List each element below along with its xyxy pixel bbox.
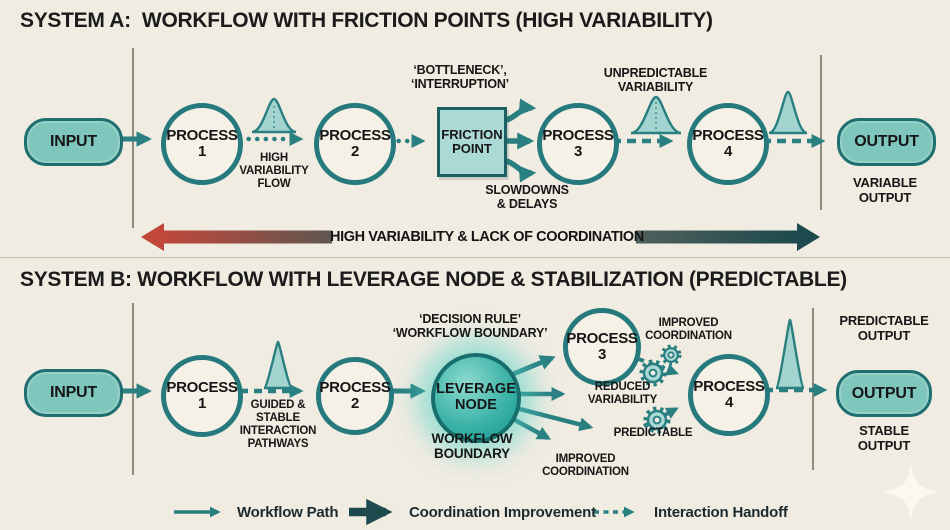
system-a-title: SYSTEM A: WORKFLOW WITH FRICTION POINTS … xyxy=(20,9,713,32)
stable-output-label: STABLE OUTPUT xyxy=(857,423,911,453)
process-label-b3: PROCESS 3 xyxy=(566,330,638,363)
process-label-a1: PROCESS 1 xyxy=(166,127,238,160)
predictable-label: PREDICTABLE xyxy=(613,427,693,439)
bell-curve-medium-a1 xyxy=(251,97,297,134)
system-b-title: SYSTEM B: WORKFLOW WITH LEVERAGE NODE & … xyxy=(20,268,847,291)
input-label-b: INPUT xyxy=(49,384,97,401)
process-node-b4: PROCESS 4 xyxy=(688,354,770,436)
system-a-bell-curves xyxy=(251,90,808,135)
input-node-b: INPUT xyxy=(24,369,123,417)
system-a-right-boundary-line xyxy=(820,55,822,210)
leverage-node: LEVERAGE NODE xyxy=(431,353,521,443)
banner-right-arrowhead xyxy=(797,223,820,251)
spike-curve-b2 xyxy=(774,318,806,390)
output-node-a: OUTPUT xyxy=(837,118,936,166)
input-node-a: INPUT xyxy=(24,118,123,166)
banner-left-shaft xyxy=(162,230,332,244)
process-node-a1: PROCESS 1 xyxy=(161,103,243,185)
banner-right-shaft xyxy=(636,230,797,244)
output-node-b: OUTPUT xyxy=(836,370,932,417)
process-node-a3: PROCESS 3 xyxy=(537,103,619,185)
banner-label: HIGH VARIABILITY & LACK OF COORDINATION xyxy=(330,229,644,245)
gear-icon xyxy=(660,344,682,366)
section-divider-line xyxy=(0,257,950,258)
sparkle-icon xyxy=(882,463,940,521)
improved-coordination-top-label: IMPROVED COORDINATION xyxy=(645,317,732,342)
process-node-a2: PROCESS 2 xyxy=(314,103,396,185)
process-node-b2: PROCESS 2 xyxy=(316,357,394,435)
bottleneck-interruption-label: ‘BOTTLENECK’, ‘INTERRUPTION’ xyxy=(411,63,509,91)
output-label-b: OUTPUT xyxy=(851,384,917,402)
legend-coordination-improvement-label: Coordination Improvement xyxy=(409,504,596,521)
process-label-b1: PROCESS 1 xyxy=(166,379,238,412)
high-variability-flow-label: HIGH VARIABILITY FLOW xyxy=(239,152,309,190)
variable-output-label: VARIABLE OUTPUT xyxy=(853,175,917,205)
predictable-output-label: PREDICTABLE OUTPUT xyxy=(839,313,929,343)
friction-point-label: FRICTION POINT xyxy=(441,126,503,156)
unpredictable-variability-label: UNPREDICTABLE VARIABILITY xyxy=(603,66,708,94)
bell-curve-wide-a2 xyxy=(630,95,682,135)
process-label-a2: PROCESS 2 xyxy=(319,127,391,160)
bell-curve-narrow-a3 xyxy=(768,90,808,135)
legend-interaction-handoff-label: Interaction Handoff xyxy=(654,504,788,521)
arrow-b-leverage-to-predictable xyxy=(507,403,594,432)
process-label-a4: PROCESS 4 xyxy=(692,127,764,160)
friction-point-node: FRICTION POINT xyxy=(437,107,507,177)
workflow-boundary-label: WORKFLOW BOUNDARY xyxy=(431,431,513,462)
process-node-a4: PROCESS 4 xyxy=(687,103,769,185)
coordination-gears xyxy=(639,344,682,434)
gear-icon xyxy=(643,406,671,434)
legend-workflow-path-label: Workflow Path xyxy=(237,504,339,521)
banner-left-arrowhead xyxy=(141,223,164,251)
output-label-a: OUTPUT xyxy=(854,133,919,150)
system-b-bell-curves xyxy=(262,318,806,390)
gear-icon xyxy=(639,359,667,387)
process-label-a3: PROCESS 3 xyxy=(542,127,614,160)
leverage-node-label: LEVERAGE NODE xyxy=(436,381,516,413)
spike-curve-b1 xyxy=(262,340,294,390)
process-label-b4: PROCESS 4 xyxy=(693,378,765,411)
decision-rule-label: ‘DECISION RULE’ ‘WORKFLOW BOUNDARY’ xyxy=(392,312,548,340)
process-label-b2: PROCESS 2 xyxy=(319,379,391,412)
reduced-variability-label: REDUCED VARIABILITY xyxy=(587,381,658,406)
input-label-a: INPUT xyxy=(49,133,97,150)
improved-coordination-bottom-label: IMPROVED COORDINATION xyxy=(542,453,629,478)
process-node-b1: PROCESS 1 xyxy=(161,355,243,437)
process-node-b3: PROCESS 3 xyxy=(563,308,641,386)
guided-stable-pathways-label: GUIDED & STABLE INTERACTION PATHWAYS xyxy=(239,399,317,450)
slowdowns-delays-label: SLOWDOWNS & DELAYS xyxy=(485,183,569,211)
variability-banner-arrow xyxy=(141,223,820,251)
